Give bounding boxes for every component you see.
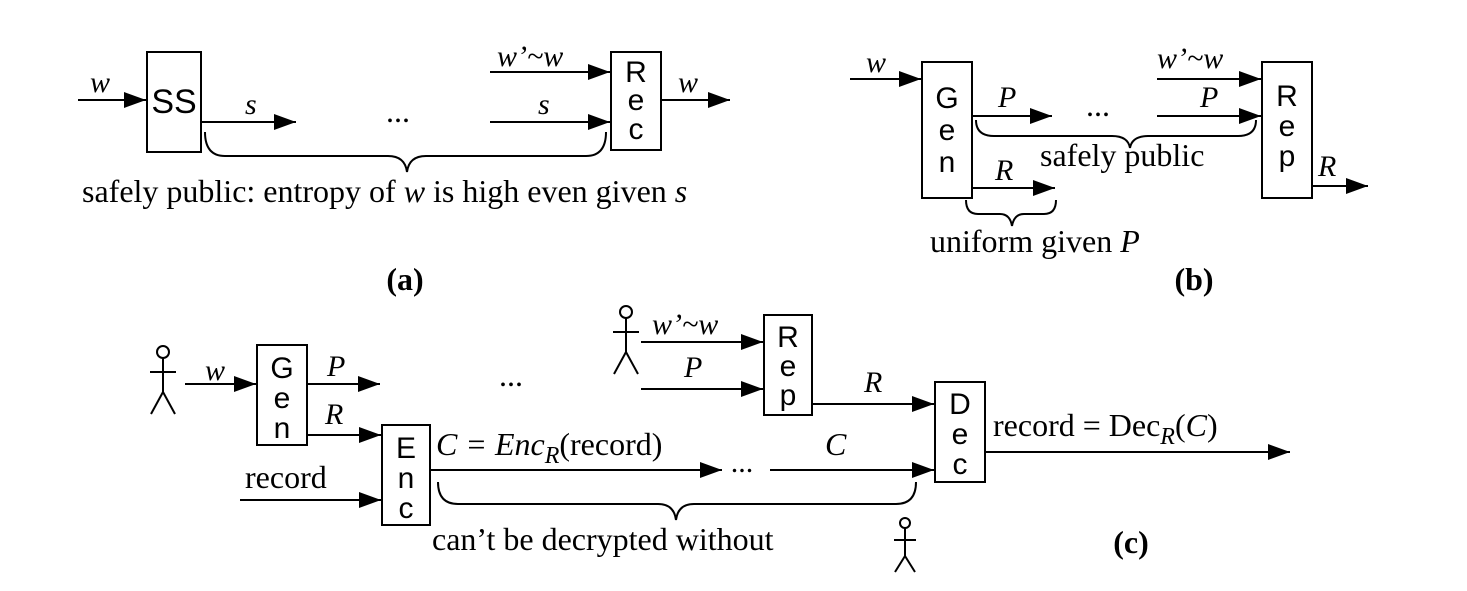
rep-c-letter-3: p (780, 379, 797, 412)
enc-box (381, 424, 431, 526)
gen-b-letter-3: n (939, 146, 956, 179)
enc-letter-2: n (398, 462, 415, 495)
panel-c-record-label: record (245, 459, 327, 495)
panel-a-caption: (a) (386, 261, 423, 297)
panel-c-out-p-label: P (326, 350, 345, 383)
panel-c-caption: (c) (1113, 524, 1149, 560)
rec-r: R (625, 56, 647, 89)
rec-box-letter-2: e (628, 84, 645, 117)
panel-a-in-s-label: s (538, 88, 550, 121)
panel-c-input-w-label: w (205, 354, 225, 387)
panel-c-dec-output-label: record = DecR(C) (993, 407, 1218, 450)
panel-b-out-r-rep-label: R (1317, 150, 1336, 183)
panel-b-uniform-brace (965, 199, 1057, 227)
panel-a-out-w-label: w (678, 66, 698, 99)
panel-b-out-r-label: R (994, 154, 1013, 187)
panel-c-c-label: C (825, 426, 847, 462)
panel-c-brace-label: can’t be decrypted without (432, 521, 774, 557)
panel-b-dots: ... (1086, 87, 1110, 123)
panel-b-public-label: safely public (1040, 137, 1204, 173)
panel-c-enc-output-label: C = EncR(record) (436, 426, 662, 469)
rec-box-letter-3: c (629, 113, 644, 146)
gen-box-c (256, 344, 308, 446)
panel-a-wprime-label: w’~w (497, 40, 563, 73)
panel-c: w G e n P R ... record E n c C = EncR(re… (150, 305, 1290, 573)
rec-box-letter-1: R (625, 56, 647, 89)
gen-c-letter-1: G (270, 352, 293, 385)
rep-b-letter-3: p (1279, 140, 1296, 173)
panel-b-in-p-label: P (1199, 81, 1218, 114)
rep-box-b (1261, 61, 1313, 199)
panel-b-out-p-label: P (997, 81, 1016, 114)
dec-letter-1: D (949, 388, 971, 421)
enc-letter-1: E (396, 432, 416, 465)
panel-c-brace (437, 481, 917, 521)
dec-letter-2: e (952, 418, 969, 451)
dec-box (934, 381, 986, 483)
enc-letter-3: c (399, 492, 414, 525)
rep-box-c (763, 314, 813, 416)
user-figure-top-icon (613, 305, 639, 375)
rep-b-letter-2: e (1279, 110, 1296, 143)
rep-c-letter-2: e (780, 350, 797, 383)
panel-b-public-brace (975, 119, 1257, 149)
panel-a: w SS s ... w’~w s R e c w safely public:… (78, 40, 730, 297)
panel-a-brace-label: safely public: entropy of w is high even… (82, 173, 687, 209)
panel-b-input-w-label: w (866, 46, 886, 79)
panel-a-brace (204, 131, 607, 173)
rep-c-letter-1: R (777, 321, 799, 354)
panel-a-out-s-label: s (245, 88, 257, 121)
panel-c-rep-out-r-label: R (863, 366, 882, 399)
panel-a-input-w-label: w (90, 66, 110, 99)
panel-c-rep-p-label: P (683, 351, 702, 384)
ss-box (146, 51, 202, 153)
panel-c-dots-mid: ... (731, 446, 754, 479)
user-figure-left-icon (150, 345, 176, 415)
panel-c-out-r-label: R (324, 398, 343, 431)
gen-b-letter-1: G (935, 82, 958, 115)
rec-box (610, 51, 662, 151)
gen-b-letter-2: e (939, 114, 956, 147)
panel-c-dots-top: ... (499, 357, 523, 393)
panel-a-dots: ... (386, 93, 410, 129)
ss-box-label: SS (151, 83, 196, 121)
panel-b-uniform-label: uniform given P (930, 223, 1140, 259)
panel-b-caption: (b) (1174, 261, 1213, 297)
gen-c-letter-2: e (274, 382, 291, 415)
user-figure-bottom-icon (894, 517, 916, 573)
panel-b: w G e n P ... R w’~w P R e p R safely pu… (850, 42, 1368, 297)
gen-box-b (921, 61, 973, 199)
rep-b-letter-1: R (1276, 80, 1298, 113)
dec-letter-3: c (953, 448, 968, 481)
gen-c-letter-3: n (274, 412, 291, 445)
panel-c-rep-wprime-label: w’~w (652, 308, 718, 341)
panel-b-wprime-label: w’~w (1157, 42, 1223, 75)
